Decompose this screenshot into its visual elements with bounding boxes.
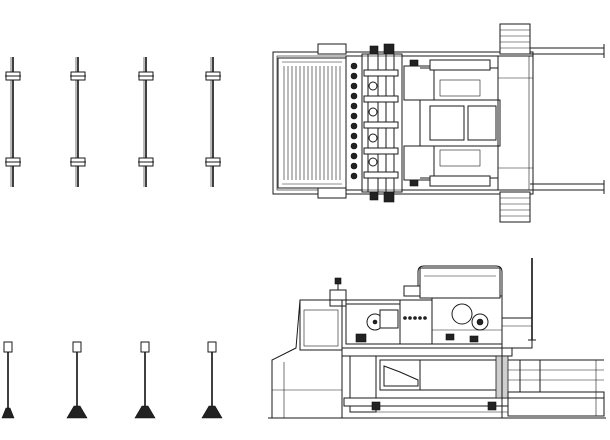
plan-rack-1 (5, 57, 21, 187)
plan-rack-4 (205, 57, 221, 187)
press-section (401, 55, 501, 191)
delivery-section (497, 55, 534, 191)
motor-cabinet (403, 265, 503, 299)
side-post-4 (201, 341, 223, 419)
plan-rack-2 (70, 57, 86, 187)
press-body (341, 295, 503, 349)
side-post-3 (134, 341, 156, 419)
delivery-table (507, 359, 605, 417)
delivery-conveyor-rails (499, 23, 605, 223)
drive-mechanism (361, 43, 403, 203)
machine-side-elevation (268, 258, 606, 419)
plan-rack-3 (138, 57, 154, 187)
side-post-2 (66, 341, 88, 419)
feeder-housing (271, 277, 347, 419)
side-post-1 (1, 341, 15, 419)
machine-base (341, 347, 513, 418)
machine-plan-view (272, 23, 605, 223)
feed-table-rollers (282, 61, 342, 185)
delivery-tower (501, 258, 536, 349)
feeder-wheel-column (345, 55, 363, 191)
